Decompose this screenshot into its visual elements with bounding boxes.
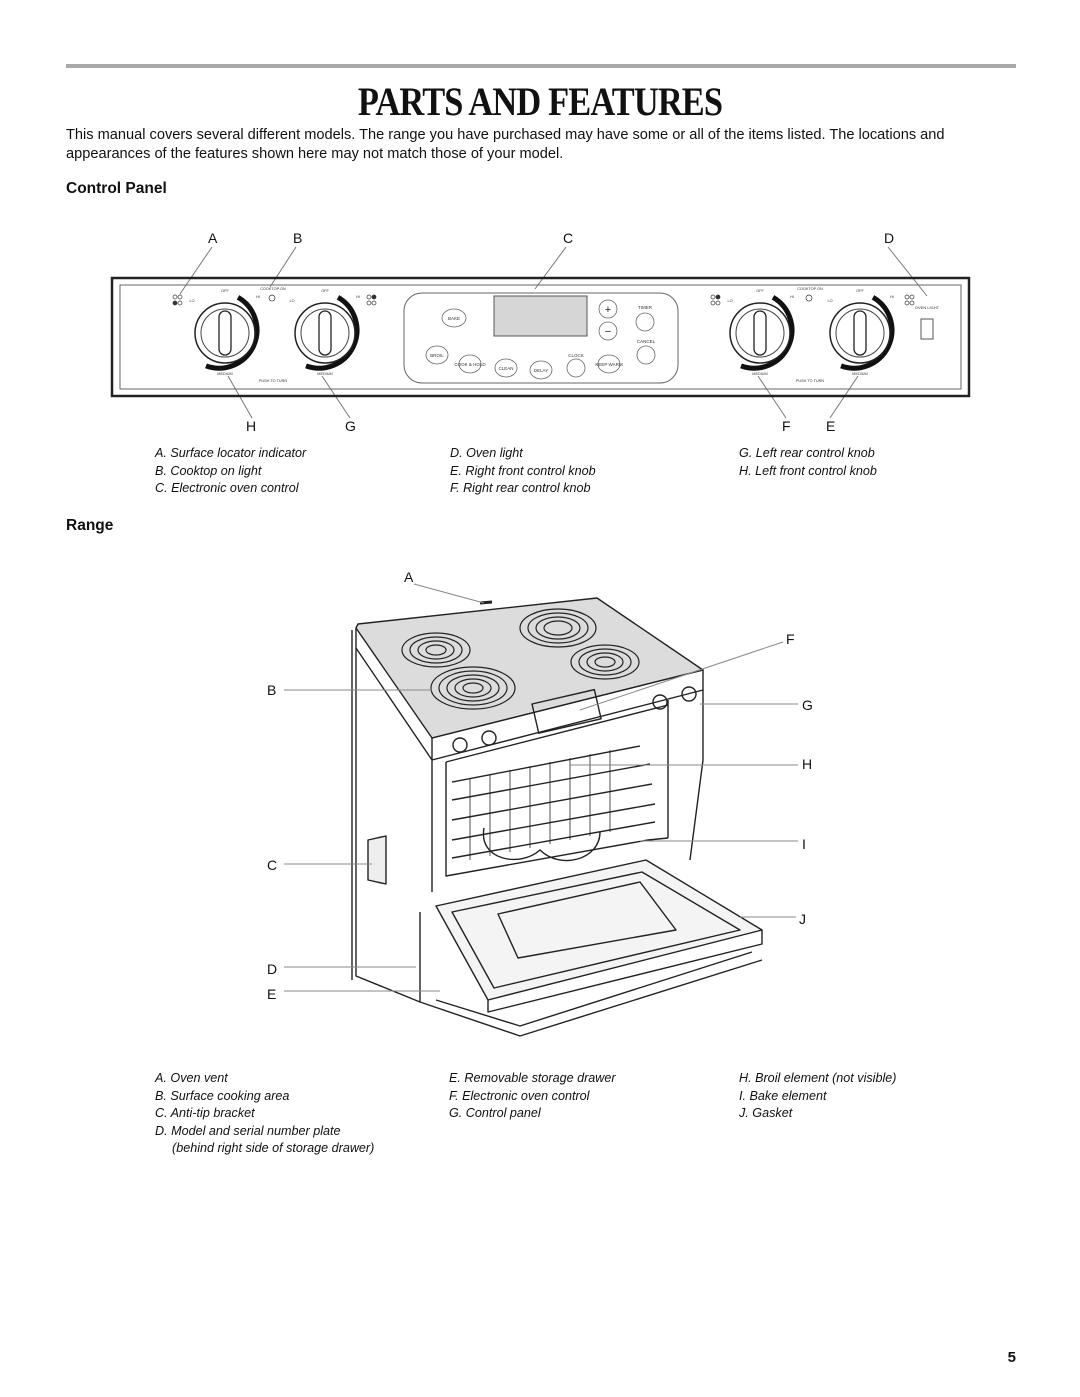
svg-text:TIMER: TIMER [638, 305, 653, 310]
range-callout-b: B [267, 682, 277, 698]
svg-text:MEDIUM: MEDIUM [217, 372, 232, 376]
legend-item: (behind right side of storage drawer) [172, 1141, 375, 1155]
cp-legend-col2: D. Oven light E. Right front control kno… [450, 445, 596, 498]
svg-text:HI: HI [356, 295, 360, 299]
svg-text:CANCEL: CANCEL [637, 339, 656, 344]
svg-text:COOKTOP ON: COOKTOP ON [260, 287, 286, 291]
cp-callout-c: C [563, 230, 574, 246]
clock-button [566, 358, 586, 378]
cp-legend-col1: A. Surface locator indicator B. Cooktop … [155, 445, 306, 498]
svg-text:PUSH TO TURN: PUSH TO TURN [259, 379, 288, 383]
range-legend-col2: E. Removable storage drawer F. Electroni… [449, 1070, 616, 1123]
svg-text:PUSH TO TURN: PUSH TO TURN [796, 379, 825, 383]
control-knob[interactable] [194, 295, 260, 371]
legend-item: G. Left rear control knob [739, 446, 875, 460]
svg-text:HI: HI [256, 295, 260, 299]
control-knob[interactable] [294, 295, 360, 371]
control-panel-heading: Control Panel [66, 180, 167, 197]
minus-button [598, 321, 618, 341]
page-number: 5 [1007, 1349, 1016, 1366]
legend-item: E. Right front control knob [450, 463, 596, 478]
intro-paragraph: This manual covers several different mod… [66, 127, 945, 162]
range-callout-i: I [802, 836, 806, 852]
legend-item: B. Surface cooking area [155, 1088, 290, 1103]
legend-item: A. Surface locator indicator [155, 446, 307, 460]
cp-callout-d: D [884, 230, 895, 246]
legend-item: C. Electronic oven control [155, 481, 299, 495]
svg-text:COOK & HOLD: COOK & HOLD [454, 362, 486, 367]
keep-warm-button [597, 354, 621, 374]
range-legend-col1: A. Oven vent B. Surface cooking area C. … [155, 1070, 374, 1158]
bake-button [441, 308, 467, 328]
cp-callout-e: E [826, 418, 836, 434]
range-callout-e: E [267, 986, 277, 1002]
cp-callout-b: B [293, 230, 303, 246]
cancel-button [636, 345, 656, 365]
cook-hold-button [458, 354, 482, 374]
legend-item: B. Cooktop on light [155, 463, 262, 478]
svg-text:OFF: OFF [321, 289, 329, 293]
svg-text:HI: HI [790, 295, 794, 299]
legend-item: I. Bake element [739, 1088, 827, 1103]
clean-button [494, 358, 518, 378]
svg-text:LO: LO [727, 299, 732, 303]
top-rule [66, 64, 1016, 68]
svg-text:OVEN LIGHT: OVEN LIGHT [915, 305, 940, 310]
cp-callout-g: G [345, 418, 356, 434]
range-callout-j: J [799, 911, 806, 927]
range-callout-c: C [267, 857, 278, 873]
svg-text:BROIL: BROIL [430, 353, 444, 358]
svg-text:LO: LO [189, 299, 194, 303]
legend-item: A. Oven vent [155, 1071, 228, 1085]
timer-button [635, 312, 655, 332]
legend-item: F. Electronic oven control [449, 1088, 590, 1103]
svg-text:OFF: OFF [756, 289, 764, 293]
legend-item: J. Gasket [739, 1106, 793, 1120]
svg-text:−: − [605, 326, 611, 338]
legend-item: D. Oven light [450, 446, 523, 460]
legend-item: H. Left front control knob [739, 463, 877, 478]
legend-item: G. Control panel [449, 1106, 541, 1120]
legend-item: H. Broil element (not visible) [739, 1071, 897, 1085]
range-callout-h: H [802, 756, 813, 772]
svg-text:BAKE: BAKE [448, 316, 460, 321]
delay-button [529, 360, 553, 380]
svg-text:CLEAN: CLEAN [498, 366, 513, 371]
svg-text:COOKTOP ON: COOKTOP ON [797, 287, 823, 291]
svg-text:HI: HI [890, 295, 894, 299]
control-knob[interactable] [729, 295, 795, 371]
legend-item: F. Right rear control knob [450, 481, 591, 495]
cp-callout-a: A [208, 230, 218, 246]
svg-text:OFF: OFF [221, 289, 229, 293]
legend-item: D. Model and serial number plate [155, 1123, 341, 1138]
svg-text:KEEP WARM: KEEP WARM [595, 362, 623, 367]
range-callout-a: A [404, 569, 414, 585]
svg-text:LO: LO [289, 299, 294, 303]
svg-text:LO: LO [827, 299, 832, 303]
legend-item: E. Removable storage drawer [449, 1071, 616, 1085]
page-title: PARTS AND FEATURES [357, 79, 723, 124]
cp-callout-h: H [246, 418, 257, 434]
range-callout-f: F [786, 631, 795, 647]
range-callout-g: G [802, 697, 813, 713]
svg-text:OFF: OFF [856, 289, 864, 293]
cp-legend-col3: G. Left rear control knob H. Left front … [739, 445, 877, 480]
svg-text:MEDIUM: MEDIUM [317, 372, 332, 376]
svg-text:CLOCK: CLOCK [568, 353, 584, 358]
cp-callout-f: F [782, 418, 791, 434]
svg-text:MEDIUM: MEDIUM [752, 372, 767, 376]
svg-text:MEDIUM: MEDIUM [852, 372, 867, 376]
control-knob[interactable] [829, 295, 895, 371]
range-callout-d: D [267, 961, 278, 977]
range-heading: Range [66, 517, 114, 534]
range-legend-col3: H. Broil element (not visible) I. Bake e… [739, 1070, 896, 1123]
svg-text:+: + [605, 304, 611, 316]
svg-text:DELAY: DELAY [534, 368, 548, 373]
plus-button [598, 299, 618, 319]
legend-item: C. Anti-tip bracket [155, 1106, 255, 1120]
broil-button [425, 345, 449, 365]
